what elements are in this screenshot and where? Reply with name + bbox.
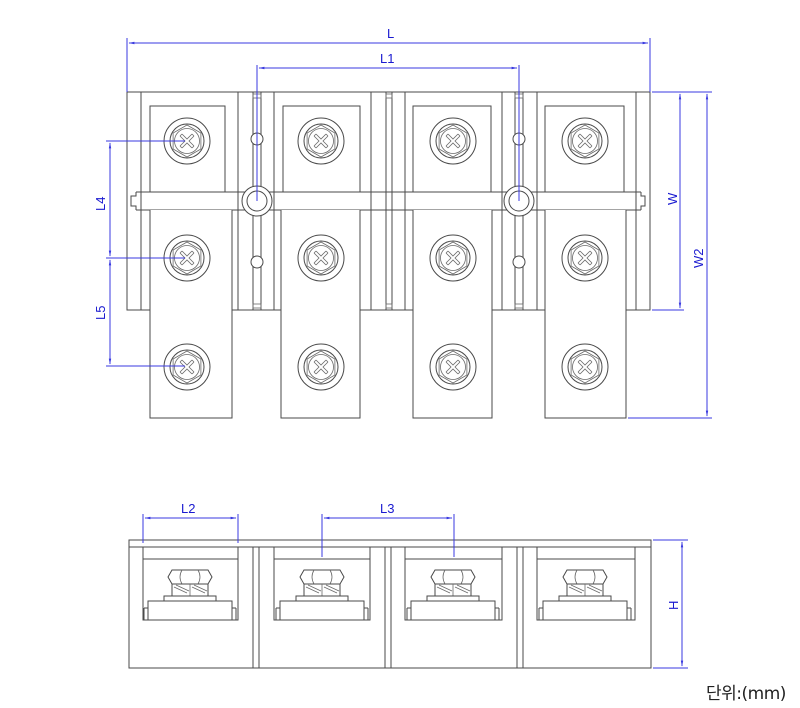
svg-text:L: L — [387, 26, 394, 41]
dimension-L: L — [126, 26, 651, 92]
side-pocket-1 — [142, 547, 239, 621]
pocket-1 — [149, 105, 226, 193]
svg-text:L4: L4 — [93, 197, 108, 211]
top-view: L L1 W W2 L4 — [93, 26, 712, 419]
side-view: L2 L3 H — [128, 501, 688, 669]
dimension-L2: L2 — [142, 501, 239, 543]
svg-text:L2: L2 — [181, 501, 195, 516]
svg-text:H: H — [666, 601, 681, 610]
separator-2 — [370, 92, 406, 310]
dimension-L5: L5 — [93, 259, 185, 367]
dimension-H: H — [653, 539, 688, 669]
tab-4 — [544, 210, 627, 419]
pocket-4 — [544, 105, 625, 193]
svg-text:W: W — [665, 192, 680, 205]
svg-text:L5: L5 — [93, 306, 108, 320]
dimension-L4: L4 — [93, 140, 185, 259]
side-pocket-3 — [404, 547, 503, 621]
unit-label: 단위:(mm) — [706, 684, 786, 704]
dimension-L3: L3 — [321, 501, 455, 557]
svg-text:L1: L1 — [380, 51, 394, 66]
dimension-L1: L1 — [256, 51, 520, 201]
dimension-W: W — [652, 91, 712, 311]
side-pocket-2 — [273, 547, 371, 621]
dimension-W2: W2 — [628, 93, 712, 419]
side-pocket-4 — [536, 547, 636, 621]
crossbar — [130, 191, 646, 211]
separator-1 — [237, 92, 275, 310]
side-body-outline — [128, 539, 652, 669]
tab-3 — [412, 210, 493, 419]
svg-text:L3: L3 — [380, 501, 394, 516]
pocket-3 — [412, 105, 492, 193]
tab-2 — [280, 210, 361, 419]
pocket-2 — [282, 105, 361, 193]
svg-text:W2: W2 — [691, 249, 706, 269]
